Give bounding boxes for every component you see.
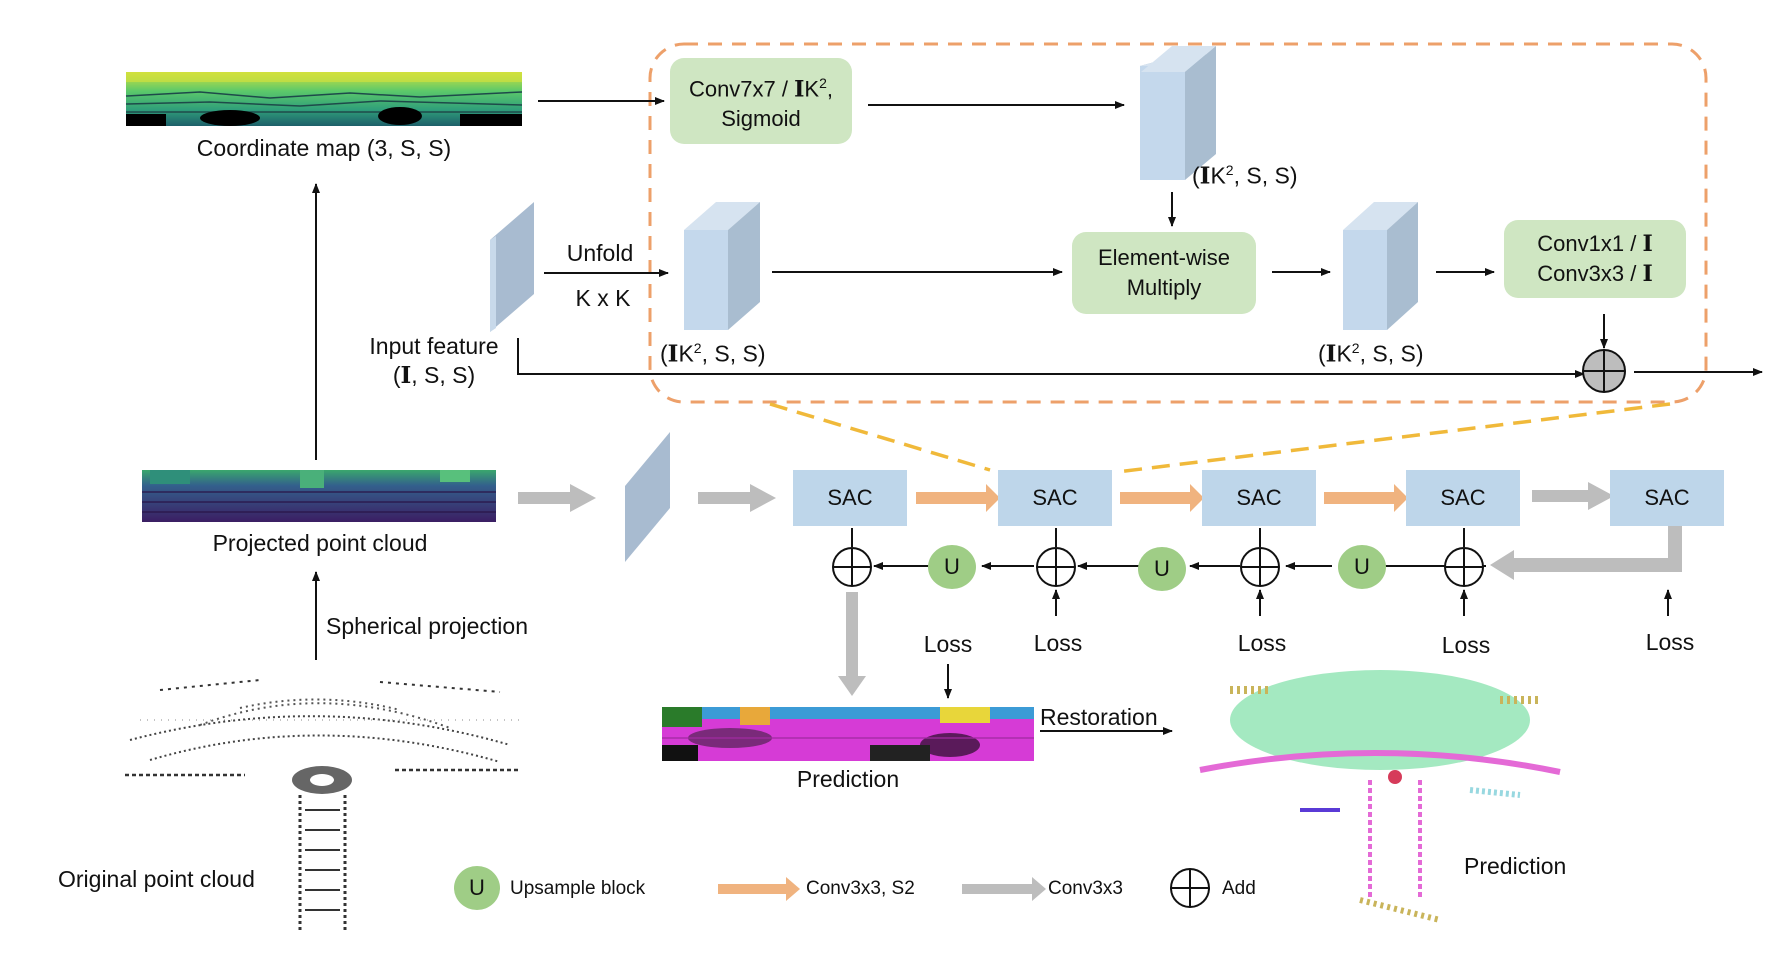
loss-label-4: Loss <box>1441 632 1491 658</box>
sac-block-5: SAC <box>1610 470 1724 526</box>
weight-box-main <box>1141 46 1216 180</box>
zoom-connector-right <box>1116 402 1671 474</box>
loss-label-2: Loss <box>1033 630 1083 656</box>
shape-label-unfolded: (IK2, S, S) <box>660 340 766 368</box>
upsample-block-1: U <box>928 545 976 589</box>
sac-block-4: SAC <box>1406 470 1520 526</box>
legend-conv-s2-label: Conv3x3, S2 <box>806 878 915 899</box>
legend-add-label: Add <box>1222 878 1256 899</box>
upsample-block-2: U <box>1138 547 1186 591</box>
conv1x1-conv3x3-box: Conv1x1 / I Conv3x3 / I <box>1504 220 1686 298</box>
loss-label-5: Loss <box>1645 629 1695 655</box>
prediction-3d-label: Prediction <box>1464 853 1567 879</box>
upsample-block-3: U <box>1338 545 1386 589</box>
shape-label-multiplied: (IK2, S, S) <box>1318 340 1424 368</box>
stem-feature-slab <box>625 432 670 562</box>
loss-label-3: Loss <box>1237 630 1287 656</box>
legend-upsample-label: Upsample block <box>510 878 646 899</box>
unfolded-feature-box-a <box>684 202 760 330</box>
input-feature-label: Input feature <box>369 333 499 359</box>
legend-conv-label: Conv3x3 <box>1048 878 1123 899</box>
element-wise-multiply-box: Element-wise Multiply <box>1072 232 1256 314</box>
kxk-label: K x K <box>575 285 631 311</box>
unfold-label: Unfold <box>566 240 634 266</box>
input-feature-shape: (I, S, S) <box>392 362 476 389</box>
coordinate-map-label: Coordinate map (3, S, S) <box>196 135 452 161</box>
prediction-3d-image <box>1199 670 1561 923</box>
add-circle-2 <box>1036 547 1076 587</box>
projected-point-cloud-image <box>142 470 496 522</box>
prediction-2d-label: Prediction <box>796 766 900 792</box>
original-point-cloud-image <box>120 679 520 930</box>
sac-block-3: SAC <box>1202 470 1316 526</box>
sac-block-1: SAC <box>793 470 907 526</box>
prediction-2d-image <box>662 707 1034 761</box>
legend-upsample-icon: U <box>454 866 500 910</box>
projected-point-cloud-label: Projected point cloud <box>212 530 428 556</box>
add-circle-3 <box>1240 547 1280 587</box>
add-circle-1 <box>832 547 872 587</box>
add-circle-attention <box>1582 349 1626 393</box>
input-feature-slab <box>490 202 534 332</box>
spherical-projection-label: Spherical projection <box>326 613 529 639</box>
original-point-cloud-label: Original point cloud <box>58 866 255 892</box>
sac-block-2: SAC <box>998 470 1112 526</box>
multiplied-feature-box <box>1343 202 1418 330</box>
conv7x7-sigmoid-box: Conv7x7 / IK2, Sigmoid <box>670 58 852 144</box>
add-circle-4 <box>1444 547 1484 587</box>
loss-label-1: Loss <box>923 631 973 657</box>
attention-module-frame <box>648 42 1708 404</box>
zoom-connector-left <box>769 402 991 472</box>
restoration-label: Restoration <box>1040 704 1158 730</box>
coordinate-map-image <box>125 72 523 126</box>
shape-label-weights: (IK2, S, S) <box>1192 162 1298 190</box>
legend-add-icon <box>1170 868 1210 908</box>
